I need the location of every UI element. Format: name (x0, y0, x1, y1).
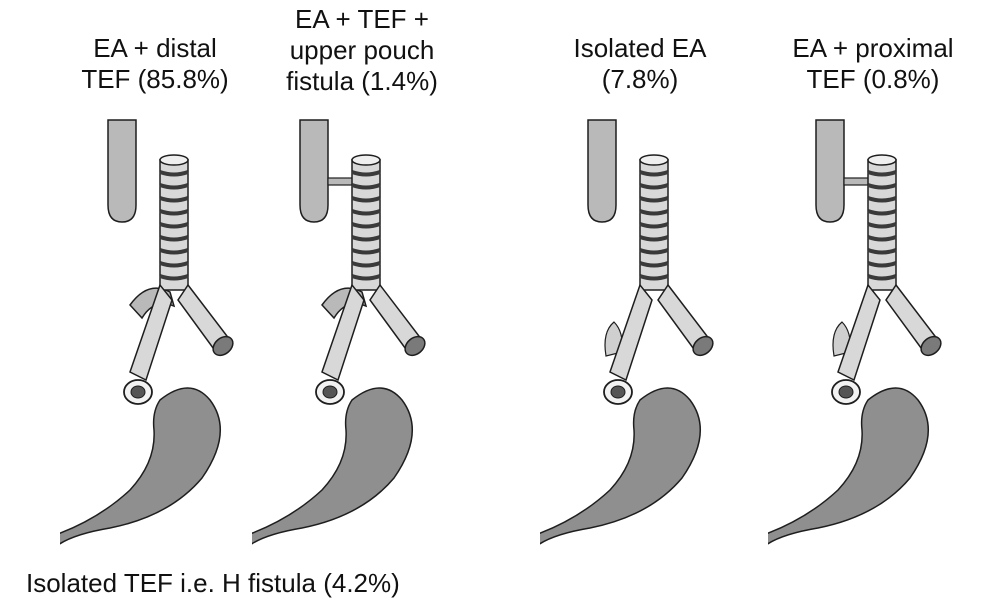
upper-esophageal-pouch (588, 120, 616, 222)
trachea-opening (352, 155, 380, 165)
upper-esophageal-pouch (300, 120, 328, 222)
left-bronchus-lumen (611, 386, 625, 398)
illustration-ea-proximal-tef (768, 0, 982, 570)
panel-ea-tef-upper-pouch: EA + TEF + upper pouch fistula (1.4%) (252, 0, 492, 570)
stomach (768, 388, 928, 545)
left-bronchus-lumen (839, 386, 853, 398)
stomach (60, 388, 220, 545)
trachea-opening (160, 155, 188, 165)
left-bronchus-lumen (323, 386, 337, 398)
stomach (252, 388, 412, 545)
stomach (540, 388, 700, 545)
panel-ea-proximal-tef: EA + proximal TEF (0.8%) (768, 0, 982, 570)
illustration-isolated-ea (540, 0, 780, 570)
upper-esophageal-pouch (816, 120, 844, 222)
trachea-opening (640, 155, 668, 165)
trachea-opening (868, 155, 896, 165)
panel-isolated-ea: Isolated EA (7.8%) (540, 0, 780, 570)
caption-isolated-tef-h-fistula: Isolated TEF i.e. H fistula (4.2%) (26, 566, 400, 600)
upper-esophageal-pouch (108, 120, 136, 222)
left-bronchus-lumen (131, 386, 145, 398)
illustration-ea-tef-upper-pouch (252, 0, 492, 570)
